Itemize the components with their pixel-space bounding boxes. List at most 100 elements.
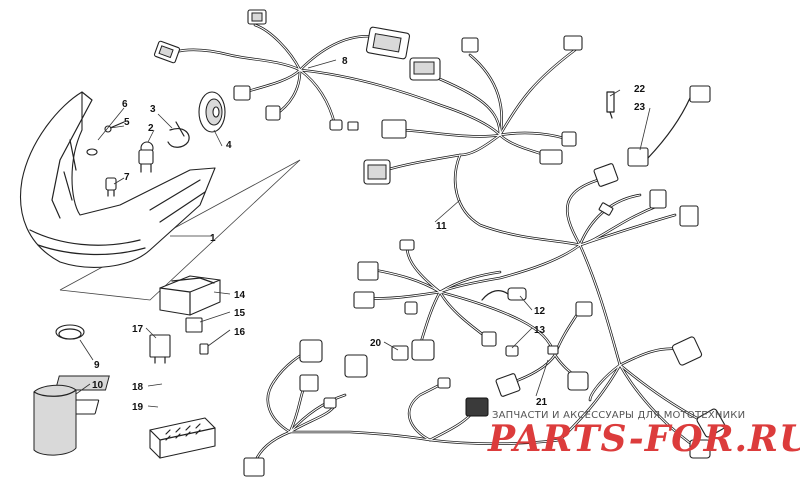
callout-23: 23 [634, 102, 646, 113]
terminal-4 [598, 202, 614, 216]
connector-mid-4 [399, 239, 415, 251]
callout-9: 9 [94, 360, 100, 371]
watermark-logo: PARTS-FOR.RU [488, 418, 800, 460]
terminal-3 [561, 131, 577, 147]
terminal-7 [437, 377, 451, 389]
connector-small-1 [233, 85, 251, 101]
wire-branch-inner [579, 244, 621, 366]
callout-12: 12 [534, 306, 546, 317]
connector-low-7 [567, 371, 589, 391]
callout-7: 7 [124, 172, 130, 183]
group-frame-bottom [59, 159, 301, 301]
connector-low-left-2 [299, 374, 319, 392]
wire-branch-inner [469, 54, 503, 136]
connector-low-3 [404, 301, 418, 315]
relay-small [185, 317, 203, 333]
wire-branch-inner [289, 364, 621, 445]
wire-branch-inner [379, 134, 501, 173]
wire-branch [407, 380, 447, 442]
callout-6: 6 [122, 99, 128, 110]
wire-branch [553, 308, 582, 357]
connector-mid-3 [539, 149, 563, 165]
wire-branch-inner [579, 204, 661, 246]
fuse-16 [199, 343, 209, 355]
wire-branch-inner [579, 194, 641, 246]
wire-branch-inner [254, 24, 301, 71]
wire-branch [498, 48, 577, 137]
terminal-1 [329, 119, 343, 131]
callout-11: 11 [436, 221, 447, 232]
connector-low-1 [357, 261, 379, 281]
callout-4: 4 [226, 140, 232, 151]
wire-branch [438, 290, 557, 357]
wire-branch [498, 133, 547, 157]
callout-20: 20 [370, 338, 382, 349]
callout-14: 14 [234, 290, 246, 301]
connector-right-2 [649, 189, 667, 209]
callout-16: 16 [234, 327, 246, 338]
connector-23 [627, 147, 649, 167]
connector-13 [505, 345, 519, 357]
terminal-5 [547, 345, 559, 355]
connector-12 [507, 287, 527, 301]
terminal-6 [323, 397, 337, 409]
connector-low-left-1 [299, 339, 323, 363]
bracket-22 [606, 91, 615, 113]
wire-branch-inner [439, 291, 556, 356]
wire-branch [173, 48, 302, 72]
wire-branch-inner [589, 364, 621, 401]
headlight-housing [19, 91, 216, 268]
connector-23-b [689, 85, 711, 103]
connector-right-3 [679, 205, 699, 227]
fuse-block [149, 417, 216, 459]
wire-branch-inner [429, 74, 501, 136]
connector-bottom-1 [243, 457, 265, 477]
callout-5: 5 [124, 117, 130, 128]
protective-sleeve [33, 384, 77, 456]
connector-low-2 [353, 291, 375, 309]
callout-21: 21 [536, 397, 548, 408]
wire-branch-inner [374, 269, 441, 293]
connector-mid-1 [381, 119, 407, 139]
terminal-2 [347, 121, 359, 131]
callout-15: 15 [234, 308, 246, 319]
wire-branch-inner [439, 271, 501, 293]
connector-low-right-3 [689, 439, 711, 459]
leader-lines [75, 59, 651, 408]
watermark-tagline: ЗАПЧАСТИ И АКСЕССУАРЫ ДЛЯ МОТОТЕХНИКИ [492, 410, 746, 421]
wire-branch-inner [174, 49, 301, 71]
callout-8: 8 [342, 56, 348, 67]
bulb-socket [138, 141, 154, 173]
callout-17: 17 [132, 324, 144, 335]
connector-low-5 [481, 331, 497, 347]
main-wiring-harness [173, 23, 712, 464]
wire-branch [298, 68, 337, 127]
callout-3: 3 [150, 104, 156, 115]
headlight-assembly [19, 91, 301, 301]
wire-branch [438, 243, 582, 294]
wire-branch-inner [454, 154, 581, 246]
wire-branch-inner [566, 177, 606, 246]
retaining-clip [167, 121, 190, 148]
wire-branch [578, 193, 642, 247]
connectors [153, 9, 726, 477]
callout-13: 13 [534, 325, 546, 336]
clamp-ring [55, 324, 85, 340]
connector-low-6 [575, 301, 593, 317]
wire-branch-inner [439, 244, 581, 293]
bulb-small [105, 177, 117, 197]
connector-21 [495, 373, 521, 397]
callout-numbers: 1 2 3 4 5 6 7 8 9 10 11 12 13 14 15 16 1… [92, 56, 646, 413]
connector-low-left-3 [344, 354, 368, 378]
connector-low-right-1 [671, 336, 703, 366]
callout-2: 2 [148, 123, 154, 134]
relay-17 [149, 334, 171, 358]
connector-low-right-2 [696, 408, 726, 438]
connector-right-1 [593, 163, 619, 187]
wire-branch-inner [299, 69, 501, 136]
group-frame-top [59, 159, 301, 291]
wire-branch-inner [299, 69, 336, 126]
connector-low-4 [411, 339, 435, 361]
connector-20 [391, 345, 409, 361]
